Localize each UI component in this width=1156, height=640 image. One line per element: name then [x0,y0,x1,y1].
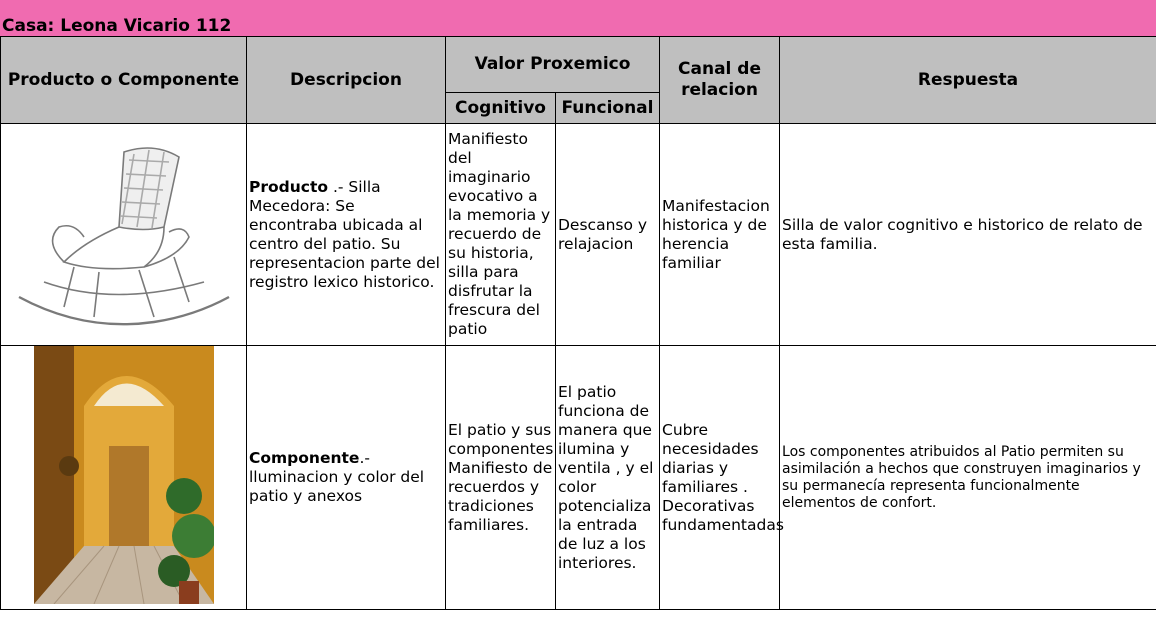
header-descripcion: Descripcion [246,36,446,124]
header-row: Producto o Componente Descripcion Valor … [0,36,1156,124]
row-2-label-rest: .- lluminacion y color del patio y anexo… [249,449,425,505]
row-1-canal: Manifestacion historica y de herencia fa… [659,123,781,346]
table-row: Componente.- lluminacion y color del pat… [0,345,1156,610]
header-canal: Canal de relacion [659,36,781,124]
row-2-canal: Cubre necesidades diarias y familiares .… [659,345,784,610]
row-1-cognitivo: Manifiesto del imaginario evocativo a la… [445,123,556,346]
row-1-funcional: Descanso y relajacion [554,123,661,346]
subheader-row: Cognitivo Funcional [1,92,1156,124]
header-funcional: Funcional [554,92,661,124]
table-row: Producto .- Silla Mecedora: Se encontrab… [0,123,1156,346]
row-2-funcional: El patio funciona de manera que ilumina … [554,345,661,610]
row-1-label-bold: Producto [249,177,329,196]
row-2-cognitivo: El patio y sus componentes Manifiesto de… [445,345,556,610]
row-1-descripcion: Producto .- Silla Mecedora: Se encontrab… [246,123,446,346]
page-title: Casa: Leona Vicario 112 [2,16,232,36]
row-1-respuesta: Silla de valor cognitivo e historico de … [779,123,1156,346]
patio-photo-image [33,346,216,605]
component-image-cell [0,345,247,610]
header-respuesta: Respuesta [779,36,1156,124]
title-bar: Casa: Leona Vicario 112 [0,0,1156,36]
header-producto: Producto o Componente [0,36,247,124]
header-cognitivo: Cognitivo [445,92,556,124]
product-image-cell [0,123,247,346]
header-valor-proxemico: Valor Proxemico [444,36,661,93]
row-2-label-bold: Componente [249,449,360,467]
proxemic-table: Producto o Componente Descripcion Valor … [0,36,1156,610]
row-2-descripcion: Componente.- lluminacion y color del pat… [246,345,446,610]
row-1-label-rest: .- Silla Mecedora: Se encontraba ubicada… [249,177,440,291]
rocking-chair-image [3,132,244,332]
row-2-respuesta: Los componentes atribuidos al Patio perm… [779,345,1156,610]
